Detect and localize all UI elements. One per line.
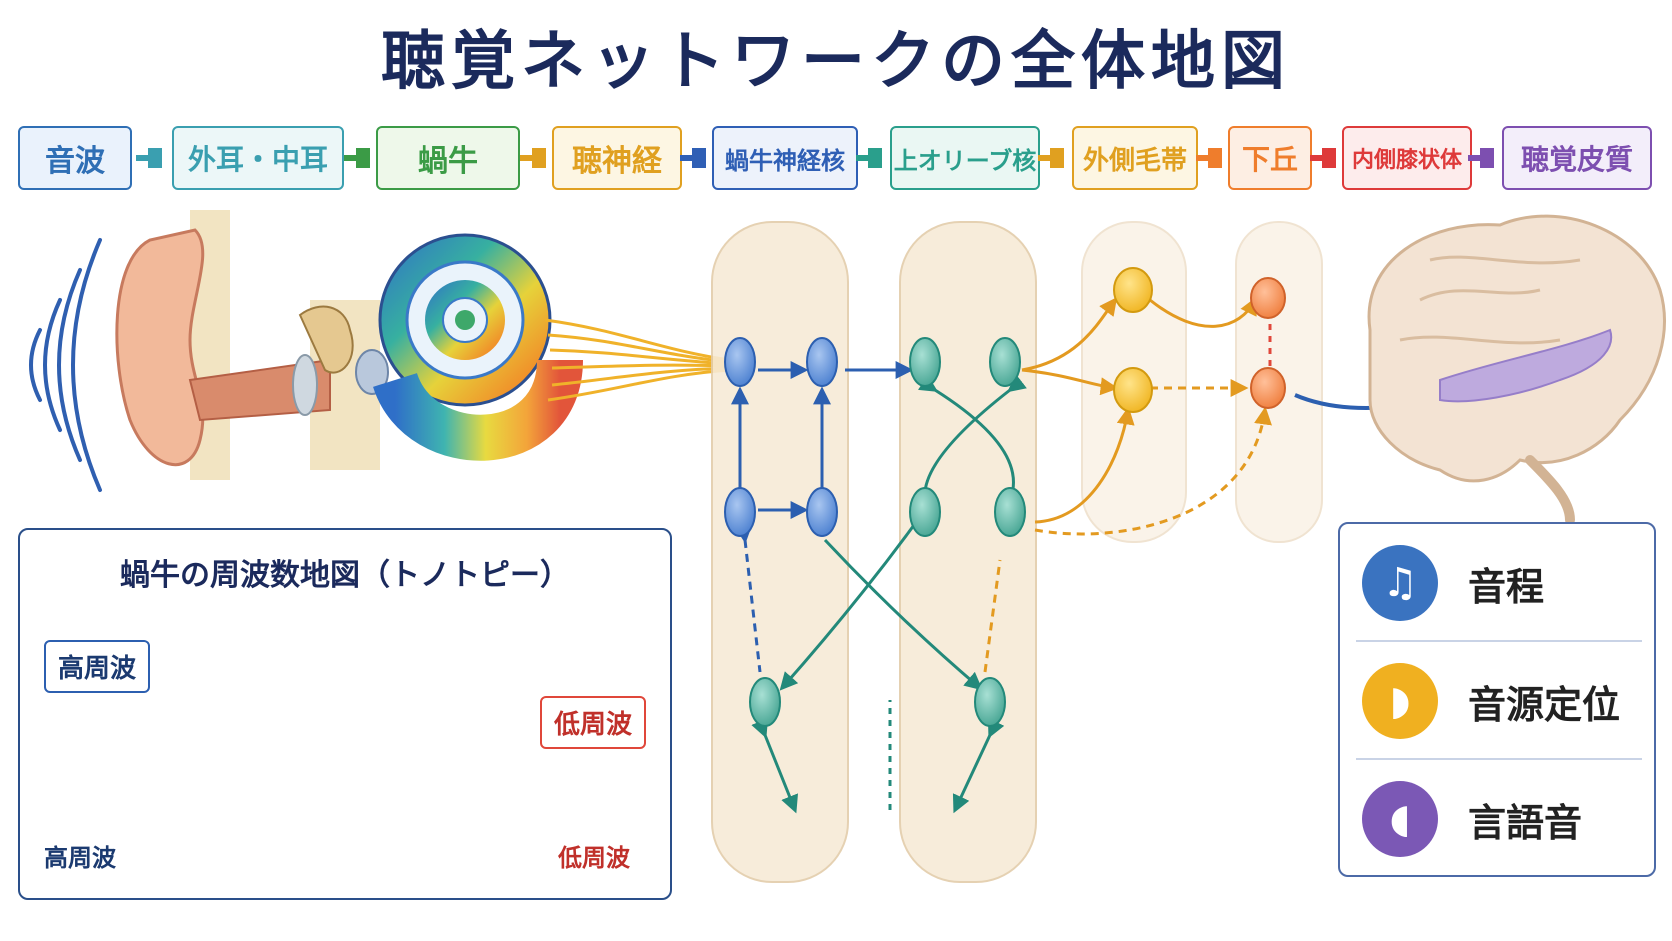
nucleus-nodes — [724, 267, 1286, 727]
stage-sound-wave[interactable]: 音波 — [18, 126, 132, 190]
page-title: 聴覚ネットワークの全体地図 — [381, 25, 1291, 99]
stage-superior-olive[interactable]: 上オリーブ核 — [890, 126, 1040, 190]
stage-auditory-nerve[interactable]: 聴神経 — [552, 126, 682, 190]
ear-icon: ◗ — [1362, 663, 1438, 739]
arrow-2 — [344, 148, 370, 168]
legend-label-speech: 言語音 — [1468, 800, 1583, 845]
legend-label-localization: 音源定位 — [1468, 682, 1621, 727]
node-lemniscus-2 — [1113, 367, 1153, 413]
node-colliculus-2 — [1250, 367, 1286, 409]
arrow-1 — [136, 148, 162, 168]
speaking-head-icon: ◖ — [1362, 781, 1438, 857]
auditory-nerve-fibers — [544, 318, 731, 402]
arrow-6 — [1038, 148, 1064, 168]
arrow-9 — [1468, 148, 1494, 168]
legend-divider — [1356, 758, 1642, 760]
node-cochlear-nucleus-4 — [806, 487, 838, 537]
legend-item-pitch: ♫ 音程 — [1340, 528, 1654, 638]
node-olive-2 — [989, 337, 1021, 387]
stage-outer-middle-ear[interactable]: 外耳・中耳 — [172, 126, 344, 190]
arrow-8 — [1310, 148, 1336, 168]
arrow-5 — [856, 148, 882, 168]
pathway-flow: 音波 外耳・中耳 蝸牛 聴神経 蝸牛神経核 上オリーブ核 外側毛帯 下丘 内側膝… — [0, 120, 1672, 200]
legend-divider — [1356, 640, 1642, 642]
bar-label-low: 低周波 — [558, 844, 630, 872]
brain-illustration — [1367, 214, 1666, 525]
node-olive-5 — [749, 677, 781, 727]
callout-high-frequency: 高周波 — [44, 640, 151, 693]
node-olive-4 — [994, 487, 1026, 537]
node-cochlear-nucleus-2 — [806, 337, 838, 387]
stage-medial-geniculate[interactable]: 内側膝状体 — [1342, 126, 1472, 190]
pathway-connections — [731, 296, 1415, 814]
node-olive-3 — [909, 487, 941, 537]
node-cochlear-nucleus-1 — [724, 337, 756, 387]
legend-item-sound-localization: ◗ 音源定位 — [1340, 646, 1654, 756]
music-note-icon: ♫ — [1362, 545, 1438, 621]
arrow-4 — [680, 148, 706, 168]
bar-label-high: 高周波 — [44, 844, 116, 872]
callout-low-frequency: 低周波 — [540, 696, 647, 749]
tonotopy-title: 蝸牛の周波数地図（トノトピー） — [120, 558, 570, 593]
arrow-3 — [520, 148, 546, 168]
node-lemniscus-1 — [1113, 267, 1153, 313]
sound-wave-icon — [29, 238, 102, 492]
arrow-7 — [1196, 148, 1222, 168]
legend-label-pitch: 音程 — [1468, 564, 1545, 609]
node-olive-6 — [974, 677, 1006, 727]
node-cochlear-nucleus-3 — [724, 487, 756, 537]
stage-cochlea[interactable]: 蝸牛 — [376, 126, 520, 190]
node-olive-1 — [909, 337, 941, 387]
function-legend: ♫ 音程 ◗ 音源定位 ◖ 言語音 — [1338, 522, 1656, 877]
stage-auditory-cortex[interactable]: 聴覚皮質 — [1502, 126, 1652, 190]
brainstem-sections — [711, 221, 1323, 883]
outer-ear-illustration — [115, 210, 389, 480]
node-colliculus-1 — [1250, 277, 1286, 319]
legend-item-speech: ◖ 言語音 — [1340, 764, 1654, 874]
cochlea-illustration — [373, 233, 583, 461]
